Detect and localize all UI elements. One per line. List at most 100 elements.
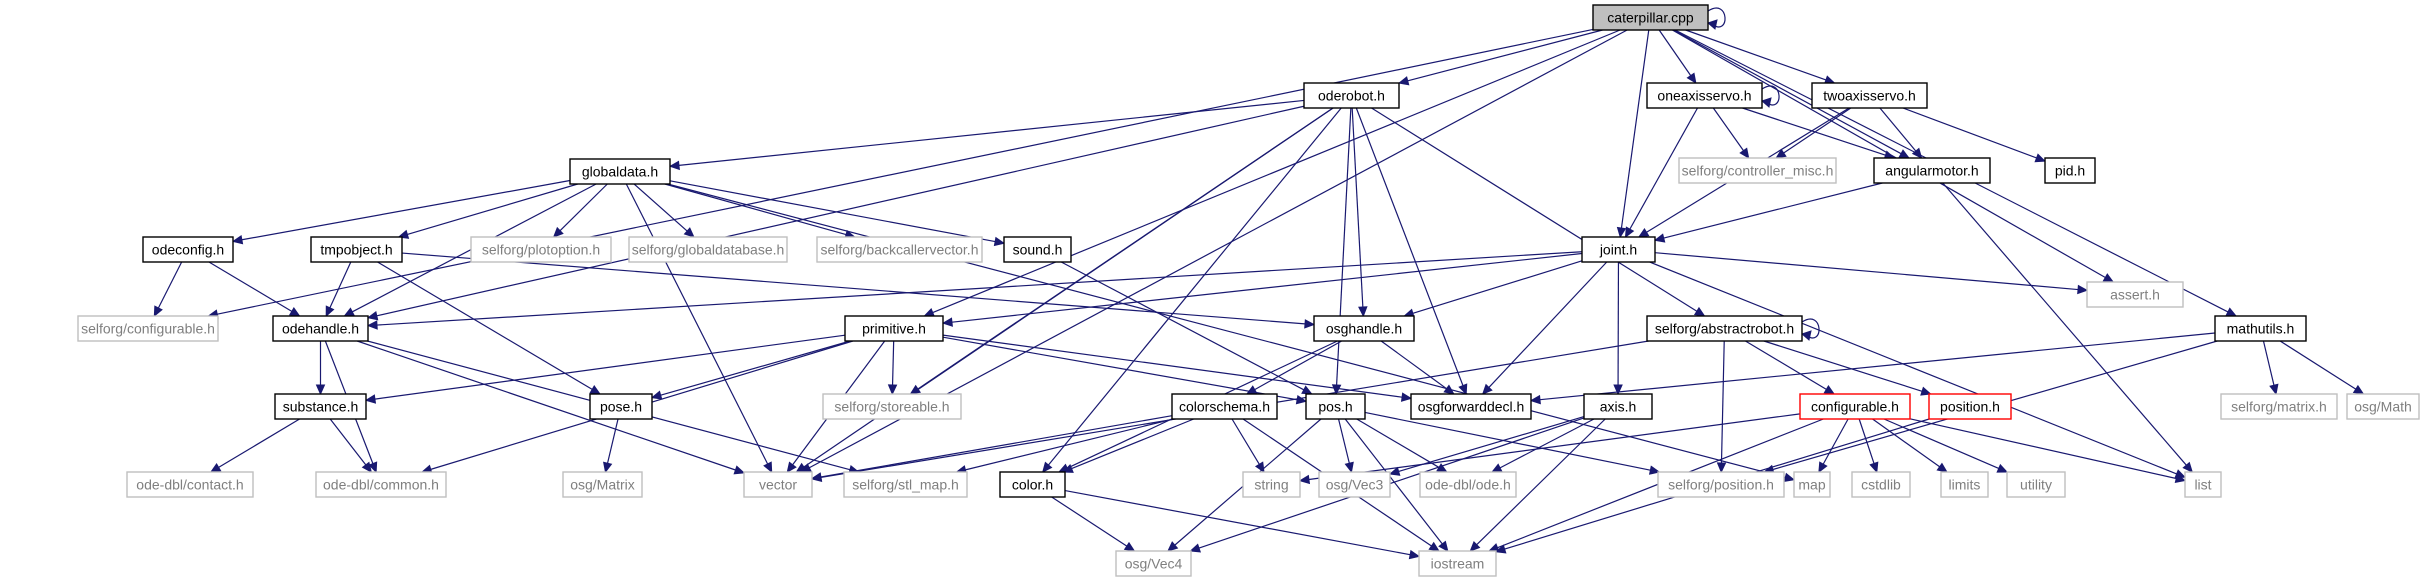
node-box (562, 471, 643, 498)
node-mathutils[interactable]: mathutils.h (2214, 315, 2307, 342)
edge-oneaxisservo-to-controller_misc (1712, 107, 1750, 160)
edge-joint-to-odehandle (366, 251, 1583, 330)
edge-primitive-to-osgforwarddecl (942, 334, 1413, 402)
node-abstractrobot[interactable]: selforg/abstractrobot.h (1646, 315, 1803, 342)
edge-osghandle-to-osgforwarddecl (1380, 340, 1455, 395)
edge-twoaxisservo-to-controller_misc (1775, 107, 1852, 159)
node-list: list (2184, 471, 2222, 498)
node-osgforwarddecl[interactable]: osgforwarddecl.h (1410, 393, 1532, 420)
edge-configurableh-to-map (1818, 418, 1849, 474)
edge-sound-to-pos (1060, 261, 1313, 395)
node-label: utility (2020, 477, 2052, 493)
node-box (1799, 393, 1911, 420)
graph-nodes: caterpillar.cpp oderobot.h oneaxisservo.h t… (77, 4, 2420, 577)
edge-configurableh-to-list (1909, 418, 2187, 484)
edge-joint-to-osgforwarddecl (1481, 261, 1608, 395)
node-box (1313, 315, 1415, 342)
node-joint[interactable]: joint.h (1581, 236, 1656, 263)
edge-angularmotor-to-joint (1653, 182, 1883, 243)
node-box (1646, 315, 1803, 342)
edge-axis-to-iostream (1469, 418, 1606, 552)
node-osghandle[interactable]: osghandle.h (1313, 315, 1415, 342)
node-pose[interactable]: pose.h (589, 393, 653, 420)
node-stlmap: selforg/stl_map.h (843, 471, 968, 498)
node-label: odehandle.h (282, 321, 359, 337)
node-box (1928, 393, 2012, 420)
node-pid[interactable]: pid.h (2044, 157, 2096, 184)
edge-tmpobject-to-odehandle (325, 261, 352, 318)
node-label: selforg/matrix.h (2231, 399, 2327, 415)
node-color[interactable]: color.h (999, 471, 1066, 498)
node-controller_misc: selforg/controller_misc.h (1678, 157, 1837, 184)
node-pos[interactable]: pos.h (1305, 393, 1366, 420)
node-box (2214, 315, 2307, 342)
node-box (1419, 471, 1517, 498)
edge-pos-to-selforgposition (1364, 411, 1661, 475)
node-vector: vector (743, 471, 813, 498)
node-storeable: selforg/storeable.h (822, 393, 962, 420)
node-osgmatrix: osg/Matrix (562, 471, 643, 498)
node-box (628, 236, 788, 263)
node-colorschema[interactable]: colorschema.h (1171, 393, 1278, 420)
edge-primitive-to-substance (364, 334, 846, 404)
edge-caterpillar-to-oneaxisservo (1658, 29, 1697, 85)
node-label: limits (1949, 477, 1981, 493)
node-label: twoaxisservo.h (1823, 88, 1916, 104)
edge-pos-to-vec3 (1337, 418, 1354, 474)
node-positionh[interactable]: position.h (1928, 393, 2012, 420)
node-tmpobject[interactable]: tmpobject.h (310, 236, 403, 263)
edge-oderobot-to-globaldata (668, 99, 1305, 171)
edge-globaldata-to-plotoption (552, 183, 608, 238)
node-label: list (2194, 477, 2211, 493)
node-label: osg/Vec3 (1326, 477, 1384, 493)
node-box (2220, 393, 2338, 420)
node-box (315, 471, 447, 498)
node-oderobot[interactable]: oderobot.h (1303, 82, 1400, 109)
node-label: pid.h (2055, 163, 2085, 179)
node-label: iostream (1431, 556, 1485, 572)
edge-oderobot-to-odehandle (366, 105, 1305, 321)
node-box (1793, 471, 1831, 498)
node-label: cstdlib (1861, 477, 1901, 493)
node-label: caterpillar.cpp (1607, 10, 1694, 26)
node-box (843, 471, 968, 498)
node-box (999, 471, 1066, 498)
node-configurableh[interactable]: configurable.h (1799, 393, 1911, 420)
node-box (1410, 393, 1532, 420)
node-globaldata[interactable]: globaldata.h (569, 158, 671, 185)
node-label: joint.h (1599, 242, 1637, 258)
node-label: selforg/globaldatabase.h (632, 242, 785, 258)
node-twoaxisservo[interactable]: twoaxisservo.h (1811, 82, 1928, 109)
node-label: angularmotor.h (1885, 163, 1978, 179)
node-box (1418, 550, 1497, 577)
edge-joint-to-osghandle (1403, 260, 1583, 318)
node-box (816, 236, 983, 263)
node-primitive[interactable]: primitive.h (844, 315, 944, 342)
edge-oderobot-to-osghandle (1351, 107, 1368, 318)
node-odeconfig[interactable]: odeconfig.h (142, 236, 234, 263)
node-label: pos.h (1318, 399, 1352, 415)
node-selforgmatrix: selforg/matrix.h (2220, 393, 2338, 420)
node-cstdlib: cstdlib (1851, 471, 1911, 498)
node-box (1678, 157, 1837, 184)
edge-odeconfig-to-odehandle (208, 261, 301, 317)
node-angularmotor[interactable]: angularmotor.h (1873, 157, 1991, 184)
node-oneaxisservo[interactable]: oneaxisservo.h (1646, 82, 1763, 109)
node-box (844, 315, 944, 342)
node-limits: limits (1940, 471, 1989, 498)
node-label: substance.h (283, 399, 359, 415)
node-label: osg/Math (2354, 399, 2412, 415)
node-label: odeconfig.h (152, 242, 224, 258)
node-label: selforg/stl_map.h (852, 477, 959, 493)
node-caterpillar[interactable]: caterpillar.cpp (1592, 4, 1709, 31)
node-sound[interactable]: sound.h (1003, 236, 1072, 263)
node-label: ode-dbl/contact.h (136, 477, 243, 493)
edge-caterpillar-to-primitive (923, 29, 1621, 317)
node-odehandle[interactable]: odehandle.h (272, 315, 369, 342)
node-box (1592, 4, 1709, 31)
node-substance[interactable]: substance.h (274, 393, 367, 420)
node-axis[interactable]: axis.h (1583, 393, 1653, 420)
node-label: color.h (1012, 477, 1053, 493)
node-label: pose.h (600, 399, 642, 415)
edge-globaldata-to-map (667, 183, 1796, 482)
